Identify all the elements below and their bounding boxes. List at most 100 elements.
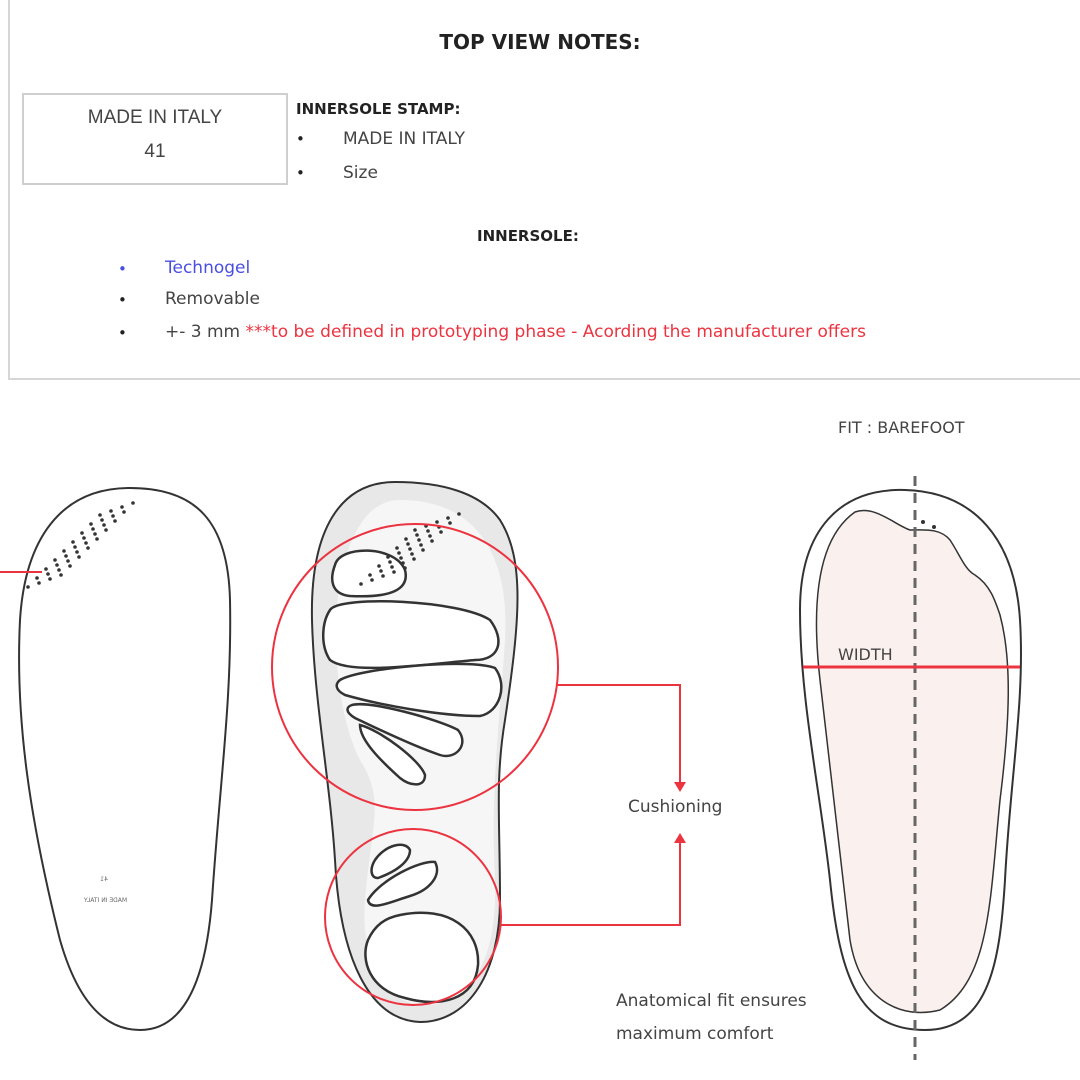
perforation-dot xyxy=(395,546,399,550)
stamp-preview-box: MADE IN ITALY 41 xyxy=(22,93,288,185)
callout-line xyxy=(557,684,681,785)
perforation-dot xyxy=(66,559,70,563)
perforation-dot xyxy=(419,543,423,547)
perforation-dot xyxy=(46,572,50,576)
callout-line xyxy=(500,840,681,926)
innersole-item: Technogel xyxy=(165,258,251,278)
perforation-dot xyxy=(430,539,434,543)
perforation-dot xyxy=(77,555,81,559)
perforation-dot xyxy=(386,555,390,559)
perforation-dot xyxy=(48,577,52,581)
perforation-dot xyxy=(410,552,414,556)
caption-line-1: Anatomical fit ensures xyxy=(616,991,807,1011)
perforation-dot xyxy=(457,512,461,516)
perforation-dot xyxy=(98,513,102,517)
perforation-dot xyxy=(428,534,432,538)
perforation-dot xyxy=(111,514,115,518)
perforation-dot xyxy=(26,585,30,589)
gel-pad xyxy=(358,723,427,786)
fit-label: FIT : BAREFOOT xyxy=(838,418,965,437)
perforation-dot xyxy=(113,519,117,523)
innersole-item: Removable xyxy=(165,289,260,309)
perforation-dot xyxy=(68,564,72,568)
foot-shape xyxy=(815,509,1009,1014)
width-label: WIDTH xyxy=(838,645,893,664)
innersole-heading: INNERSOLE: xyxy=(477,227,579,245)
stamp-line-1: MADE IN ITALY xyxy=(87,107,223,128)
perforation-dot xyxy=(417,538,421,542)
perforation-dot xyxy=(93,532,97,536)
perforation-dot xyxy=(55,563,59,567)
perforation-dot xyxy=(131,501,135,505)
bullet: • xyxy=(296,164,305,182)
perforation-dot xyxy=(435,520,439,524)
perforation-dot xyxy=(404,537,408,541)
insole-stamp-size: 41 xyxy=(100,876,108,883)
perforation-dot xyxy=(95,537,99,541)
perforation-dot xyxy=(446,516,450,520)
heel-pad xyxy=(364,911,480,1004)
perforation-dot xyxy=(415,533,419,537)
cushioning-label: Cushioning xyxy=(628,797,723,817)
perforation-dot xyxy=(413,528,417,532)
perforation-dot xyxy=(104,528,108,532)
perforation-dot xyxy=(388,560,392,564)
perforation-dot xyxy=(122,510,126,514)
perforation-dot xyxy=(37,581,41,585)
perforation-dots xyxy=(26,501,135,589)
gel-pad xyxy=(322,600,500,670)
bullet: • xyxy=(118,324,127,342)
perforation-dot xyxy=(381,574,385,578)
notes-title: TOP VIEW NOTES: xyxy=(439,30,641,54)
perforation-dot xyxy=(390,565,394,569)
gel-pad xyxy=(370,843,412,880)
perforation-dot xyxy=(359,582,363,586)
perforation-dot xyxy=(368,573,372,577)
perforation-dot xyxy=(82,536,86,540)
cushion-highlight-heel xyxy=(324,828,502,1006)
gel-pad xyxy=(335,662,503,718)
perforation-dot xyxy=(84,541,88,545)
plain-insole-outline xyxy=(18,486,232,1032)
perforation-dot xyxy=(86,546,90,550)
arrow-icon xyxy=(674,833,686,843)
perforation-dot xyxy=(377,564,381,568)
perforation-dot xyxy=(408,547,412,551)
perforation-dot xyxy=(397,551,401,555)
perforation-dot xyxy=(80,531,84,535)
thickness-note: ***to be defined in prototyping phase - … xyxy=(245,322,866,342)
stamp-line-2: 41 xyxy=(144,141,166,162)
perforation-dot xyxy=(62,549,66,553)
caption-line-2: maximum comfort xyxy=(616,1024,774,1044)
perforation-dot xyxy=(73,545,77,549)
innersole-item: +- 3 mm ***to be defined in prototyping … xyxy=(165,322,866,342)
gel-pad xyxy=(346,702,464,758)
stamp-item: Size xyxy=(343,163,378,183)
perforation-dot xyxy=(75,550,79,554)
perforation-dot xyxy=(399,556,403,560)
gel-pad xyxy=(366,860,439,907)
perforation-dot xyxy=(71,540,75,544)
arrow-icon xyxy=(674,782,686,792)
bullet: • xyxy=(118,291,127,309)
perforation-dot xyxy=(401,561,405,565)
perforation-dot xyxy=(64,554,68,558)
perforation-dot xyxy=(448,521,452,525)
perforation-dot xyxy=(100,518,104,522)
perforation-dot xyxy=(35,576,39,580)
perforation-dot xyxy=(91,527,95,531)
perforation-dot xyxy=(370,578,374,582)
perforation-dot xyxy=(439,530,443,534)
perforation-dot xyxy=(57,568,61,572)
perforation-dot xyxy=(89,522,93,526)
perforation-dot xyxy=(406,542,410,546)
perforation-dot xyxy=(109,509,113,513)
perforation-dot xyxy=(379,569,383,573)
perforation-dot xyxy=(44,567,48,571)
perforation-dot xyxy=(392,570,396,574)
thickness-value: +- 3 mm xyxy=(165,322,241,342)
insole-stamp-text: MADE IN ITALY xyxy=(84,897,128,904)
perforation-dot xyxy=(412,557,416,561)
bullet: • xyxy=(296,130,305,148)
